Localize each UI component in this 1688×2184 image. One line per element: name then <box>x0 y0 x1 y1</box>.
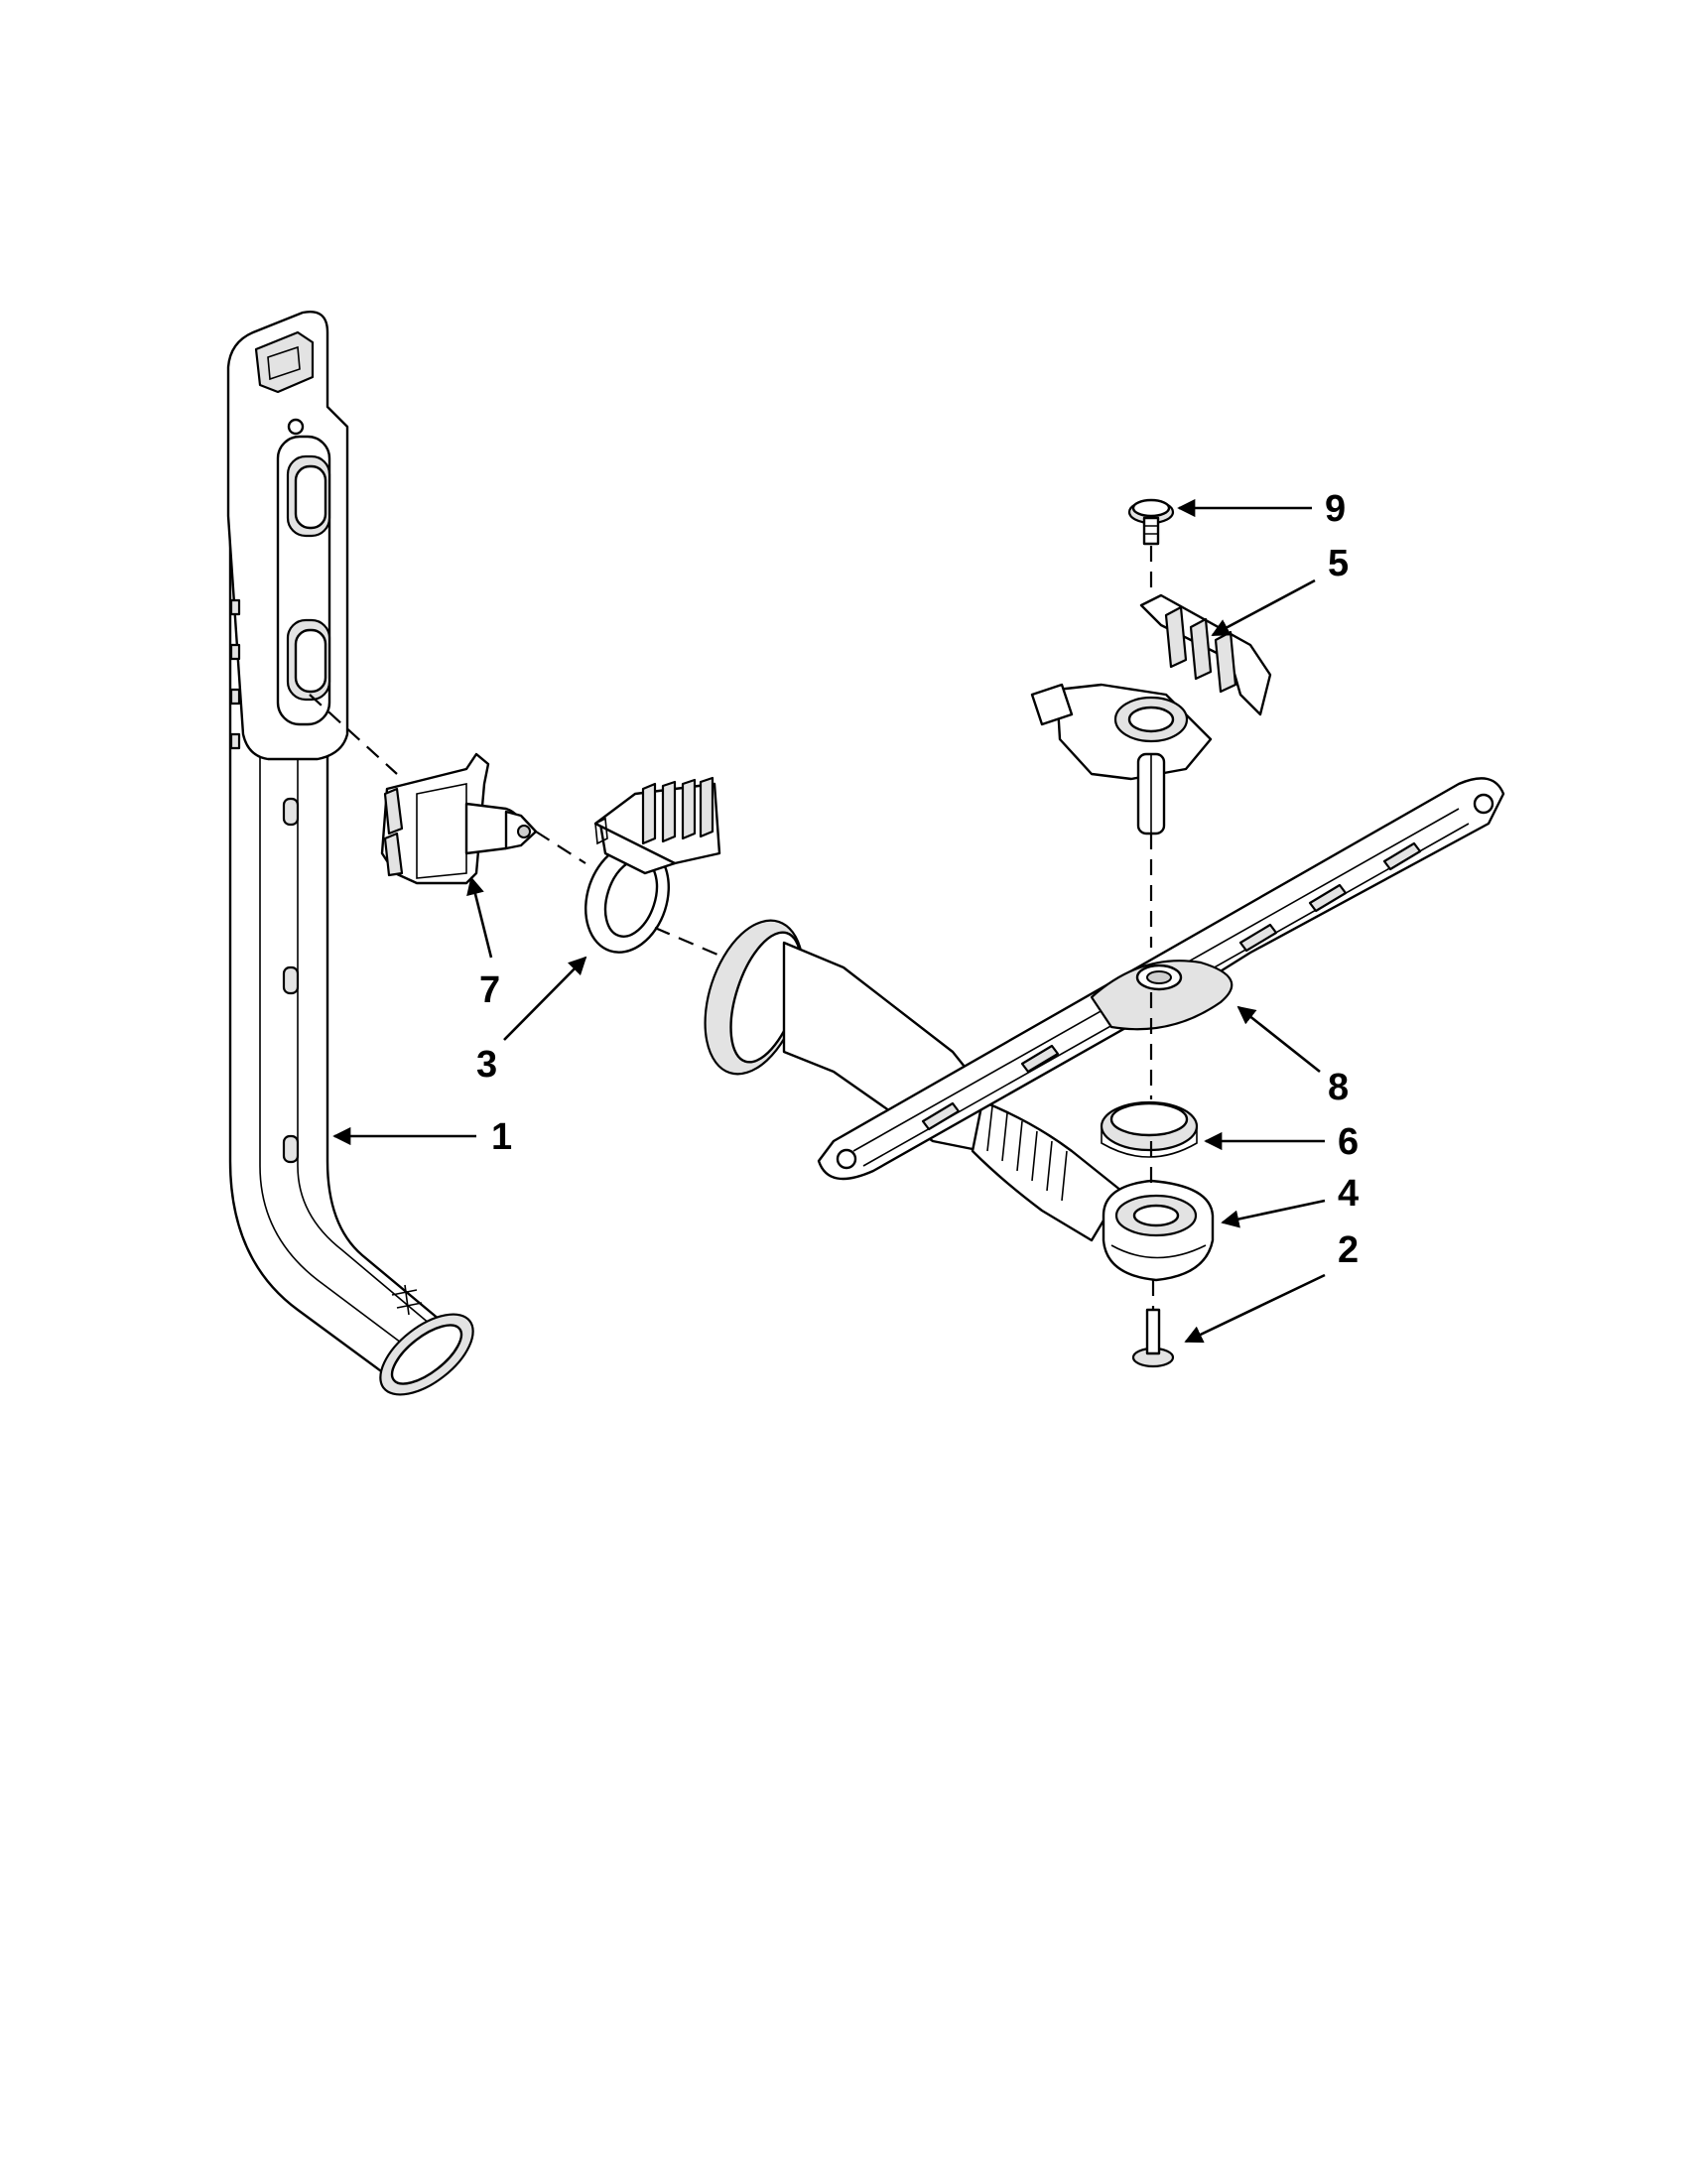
callout-6: 6 <box>1204 1121 1359 1163</box>
callout-label-4: 4 <box>1338 1173 1359 1215</box>
part-5-spray-arm-mount <box>1030 593 1272 835</box>
callout-label-5: 5 <box>1328 543 1349 584</box>
callout-label-7: 7 <box>479 969 500 1011</box>
callout-3: 3 <box>476 956 587 1086</box>
callout-2: 2 <box>1184 1229 1359 1344</box>
callout-1: 1 <box>332 1116 512 1158</box>
callout-label-8: 8 <box>1328 1067 1349 1108</box>
assembly-lines <box>309 546 1155 1310</box>
callout-5: 5 <box>1211 543 1349 637</box>
callout-label-3: 3 <box>476 1044 497 1086</box>
part-1-manifold-tube <box>226 311 474 1396</box>
callout-4: 4 <box>1221 1173 1359 1228</box>
callout-7: 7 <box>466 876 500 1011</box>
part-7-connector <box>380 752 538 885</box>
part-2-screw <box>1131 1308 1175 1368</box>
callout-9: 9 <box>1177 488 1346 530</box>
part-4-bearing <box>1102 1179 1215 1282</box>
callout-label-6: 6 <box>1338 1121 1359 1163</box>
part-6-ring <box>1100 1100 1199 1158</box>
callout-label-1: 1 <box>491 1116 512 1158</box>
part-9-cap <box>1127 498 1175 546</box>
part-3-clamp <box>584 776 721 954</box>
part-8-lower-wash-arm <box>704 777 1505 1242</box>
callout-label-9: 9 <box>1325 488 1346 530</box>
callout-8: 8 <box>1236 1005 1349 1108</box>
callout-label-2: 2 <box>1338 1229 1359 1271</box>
